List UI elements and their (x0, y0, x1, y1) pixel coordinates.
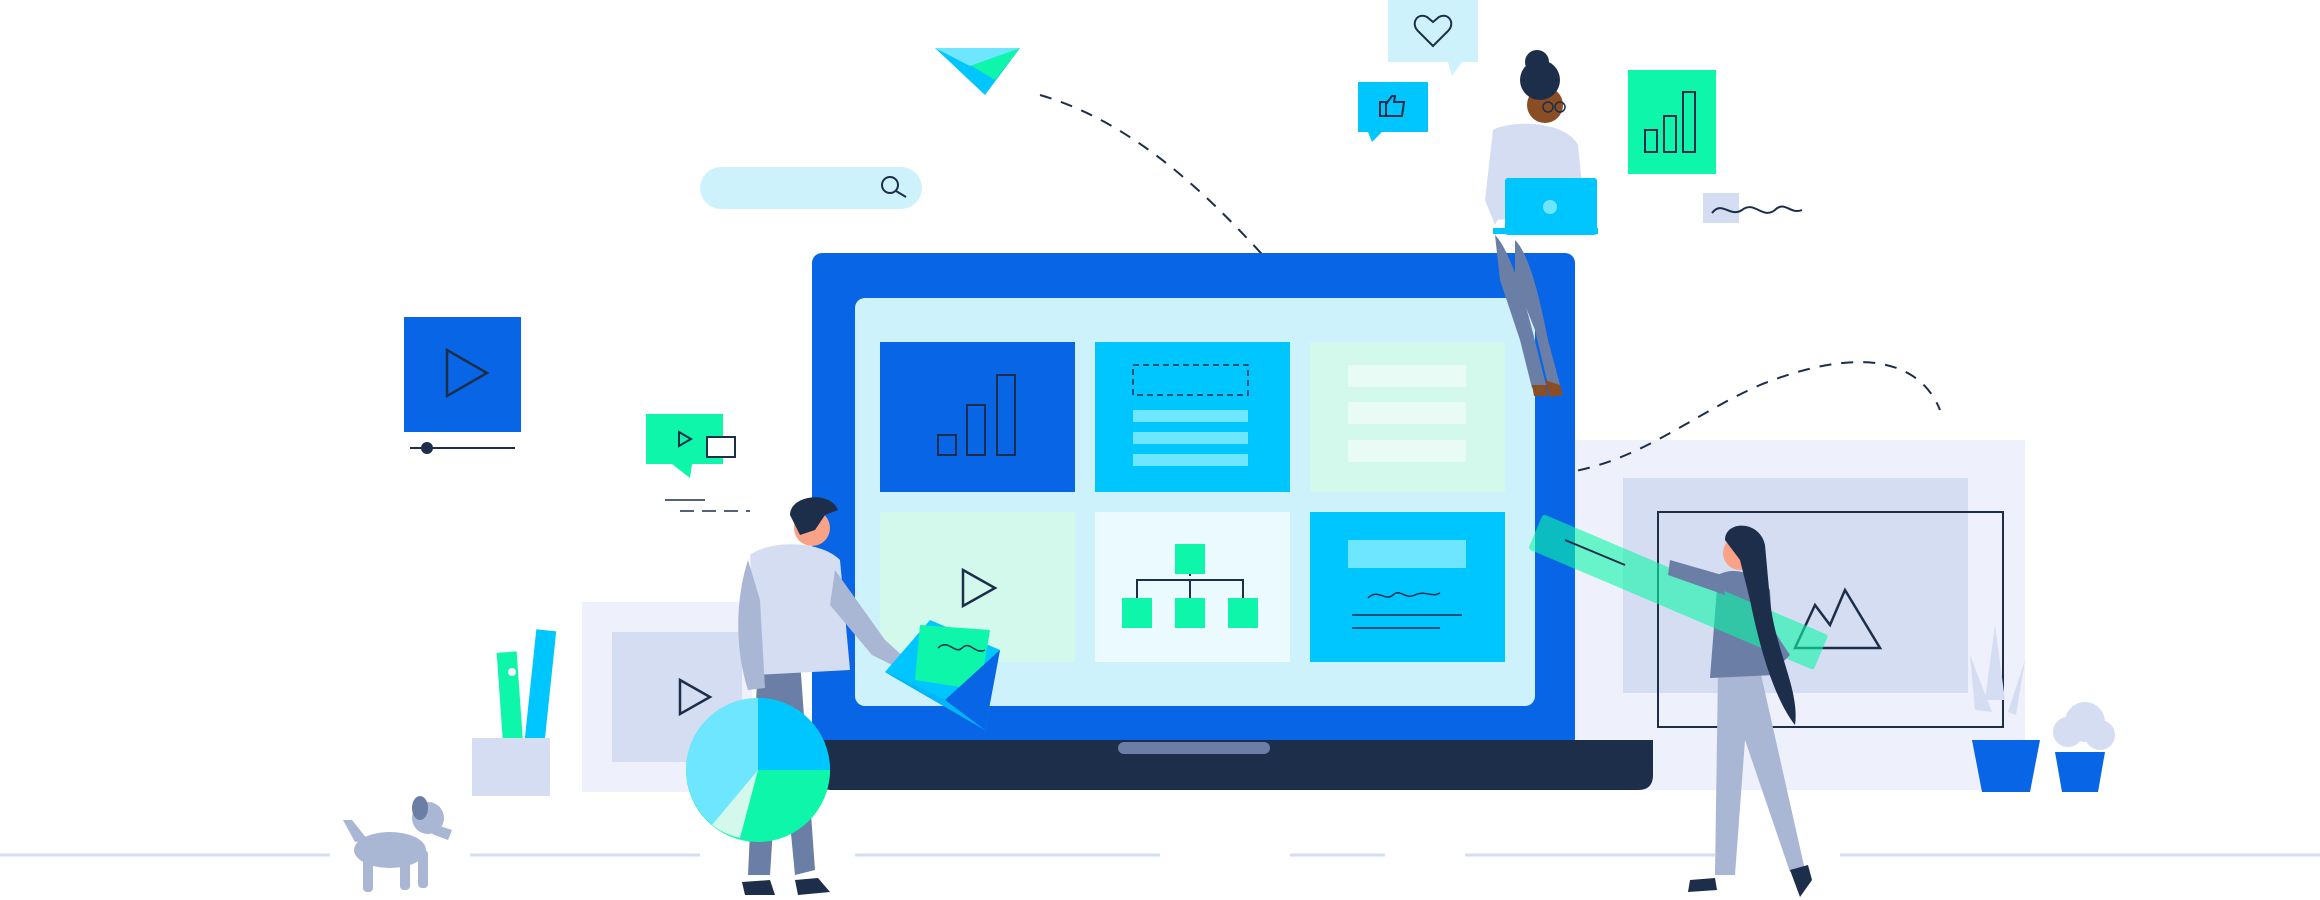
play-icon (678, 677, 713, 717)
signature-note (1703, 193, 1803, 223)
search-bar (700, 167, 922, 209)
person-with-ruler (1529, 514, 1828, 897)
bar-chart-icon (937, 374, 1016, 456)
video-player (404, 317, 521, 454)
laptop (812, 253, 1653, 790)
person-with-pie-chart (686, 497, 905, 895)
plant-icon (1970, 625, 2115, 792)
envelope-icon (885, 620, 1000, 730)
background-image-panel (1570, 440, 2025, 790)
signature-icon (1367, 592, 1441, 599)
chat-bubble-icon (706, 436, 736, 458)
heart-icon (1413, 14, 1453, 48)
bar-chart-tile (1628, 70, 1716, 174)
play-icon (961, 567, 998, 609)
search-icon (881, 176, 907, 198)
image-icon (1793, 587, 1883, 650)
thumbs-up-bubble (1358, 82, 1428, 142)
pie-chart-icon (686, 698, 830, 842)
flowchart-icon (1122, 544, 1258, 628)
person-sitting-with-laptop (1485, 50, 1598, 397)
chat-bubble (646, 414, 750, 512)
pencil-cup (472, 629, 557, 796)
dog-icon (343, 796, 452, 892)
bar-chart-icon (1644, 91, 1696, 153)
play-icon (678, 430, 693, 448)
heart-bubble (1388, 0, 1478, 76)
thumbs-up-icon (1379, 95, 1406, 117)
play-icon (445, 347, 490, 399)
paper-plane-icon (935, 48, 1020, 95)
